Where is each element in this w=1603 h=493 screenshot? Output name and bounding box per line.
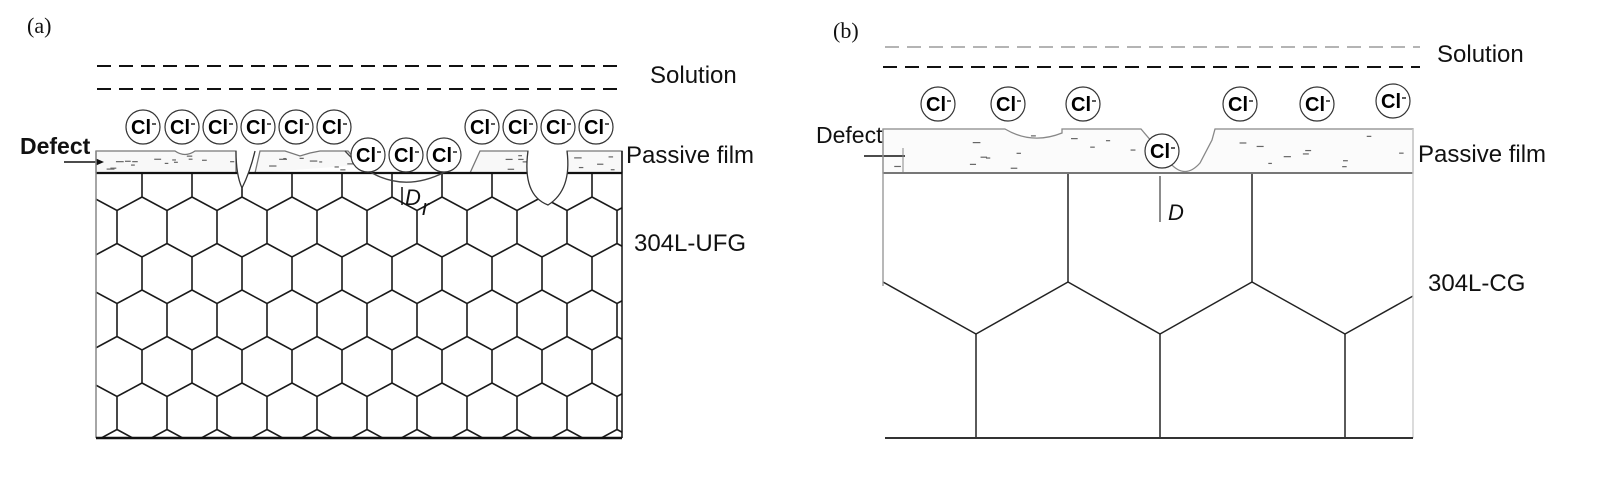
panel-b: (b) Solution Passive film Defect 304L-CG…	[816, 18, 1546, 439]
ion-symbol: Cl	[1071, 94, 1091, 116]
depth-label: D	[1168, 200, 1184, 225]
chloride-ion: Cl	[1375, 83, 1411, 119]
ion-circle	[278, 109, 314, 145]
chloride-ion: Cl	[388, 137, 424, 173]
depth-subscript: r	[422, 195, 431, 220]
chloride-ion: Cl	[316, 109, 352, 145]
chloride-ion: Cl	[164, 109, 200, 145]
chloride-ion: Cl	[990, 86, 1026, 122]
cg-grain-boundaries	[882, 173, 1414, 438]
ion-symbol: Cl	[131, 117, 151, 139]
film-texture	[106, 155, 615, 171]
grain-boundary-network	[96, 173, 622, 438]
chloride-ion: Cl	[464, 109, 500, 145]
ufg-grain-boundaries	[96, 173, 622, 438]
ion-symbol: Cl	[584, 117, 604, 139]
solution-label: Solution	[1437, 41, 1524, 68]
panel-b-tag: (b)	[833, 18, 859, 43]
ion-symbol: Cl	[246, 117, 266, 139]
chloride-ion: Cl	[240, 109, 276, 145]
pit-small	[235, 150, 256, 190]
ion-circle	[464, 109, 500, 145]
ion-circle	[578, 109, 614, 145]
chloride-ion: Cl	[350, 137, 386, 173]
ion-symbol: Cl	[208, 117, 228, 139]
ion-symbol: Cl	[1305, 94, 1325, 116]
ion-symbol: Cl	[508, 117, 528, 139]
ion-symbol: Cl	[1228, 94, 1248, 116]
ion-circle	[164, 109, 200, 145]
ion-symbol: Cl	[322, 117, 342, 139]
chloride-ion: Cl	[1222, 86, 1258, 122]
grain-boundary	[1159, 281, 1253, 335]
chloride-ion: Cl	[202, 109, 238, 145]
chloride-ion: Cl	[278, 109, 314, 145]
ion-symbol: Cl	[170, 117, 190, 139]
grain-boundary	[1251, 281, 1346, 335]
grain-boundary	[975, 281, 1069, 335]
ion-circle	[502, 109, 538, 145]
defect-label: Defect	[20, 133, 91, 159]
chloride-ion: Cl	[1065, 86, 1101, 122]
ion-circle	[240, 109, 276, 145]
grain-boundary	[1344, 295, 1414, 335]
chloride-ion: Cl	[540, 109, 576, 145]
ion-circle	[1299, 86, 1335, 122]
substrate-label: 304L-CG	[1428, 270, 1525, 297]
ion-circle	[426, 137, 462, 173]
chloride-ion: Cl	[426, 137, 462, 173]
ion-circle	[1375, 83, 1411, 119]
ion-circle	[316, 109, 352, 145]
grain-boundary	[882, 281, 977, 335]
film-texture	[894, 135, 1404, 169]
chloride-ion: Cl	[1299, 86, 1335, 122]
ion-circle	[388, 137, 424, 173]
substrate-ufg	[95, 151, 623, 440]
ion-circle	[1065, 86, 1101, 122]
chloride-ion: Cl	[578, 109, 614, 145]
chloride-ion: Cl	[502, 109, 538, 145]
ion-circle	[350, 137, 386, 173]
ion-symbol: Cl	[1150, 141, 1170, 163]
passive-film-label: Passive film	[1418, 141, 1546, 168]
substrate-label: 304L-UFG	[634, 230, 746, 257]
chloride-ion: Cl	[920, 86, 956, 122]
defect-label: Defect	[816, 122, 883, 148]
ion-symbol: Cl	[926, 94, 946, 116]
ion-circle	[202, 109, 238, 145]
depth-label: D	[405, 185, 421, 210]
film-segment	[95, 150, 237, 173]
grain-boundary	[1067, 281, 1161, 335]
ion-circle	[990, 86, 1026, 122]
passive-film-label: Passive film	[626, 142, 754, 169]
panel-a: (a) Solution Passive film Defect 304L-UF…	[20, 13, 754, 440]
ion-symbol: Cl	[356, 145, 376, 167]
film-segment	[254, 150, 361, 174]
ion-symbol: Cl	[996, 94, 1016, 116]
ion-circle	[1144, 133, 1180, 169]
ion-symbol: Cl	[546, 117, 566, 139]
ion-symbol: Cl	[432, 145, 452, 167]
ion-circle	[1222, 86, 1258, 122]
ion-circle	[920, 86, 956, 122]
chloride-ion: Cl	[1144, 133, 1180, 169]
ion-symbol: Cl	[1381, 91, 1401, 113]
passive-film	[95, 150, 623, 174]
ion-symbol: Cl	[284, 117, 304, 139]
ion-circle	[540, 109, 576, 145]
ion-circle	[125, 109, 161, 145]
ion-symbol: Cl	[470, 117, 490, 139]
solution-label: Solution	[650, 62, 737, 89]
pit-deep	[526, 150, 569, 206]
defect-arrowhead	[96, 158, 104, 166]
ion-symbol: Cl	[394, 145, 414, 167]
chloride-ion: Cl	[125, 109, 161, 145]
film-segment	[469, 150, 529, 174]
substrate-cg	[882, 129, 1414, 439]
panel-a-tag: (a)	[27, 13, 51, 38]
